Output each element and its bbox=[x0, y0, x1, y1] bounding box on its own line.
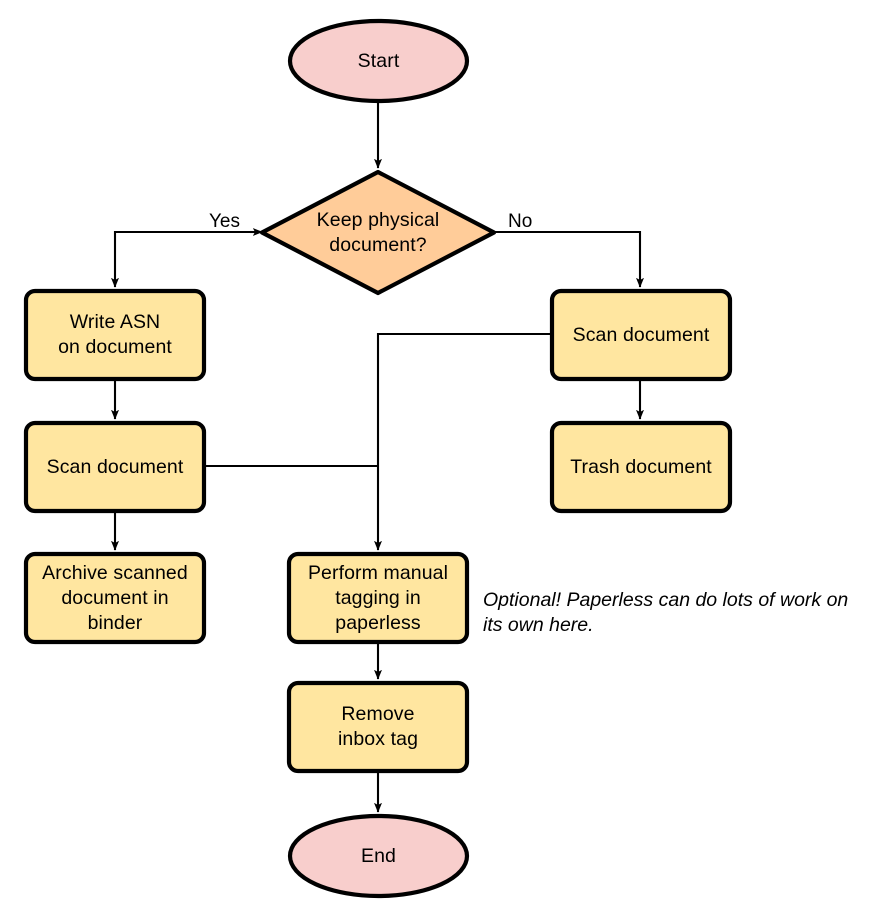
node-trash-document[interactable] bbox=[549, 420, 733, 514]
connector-layer bbox=[111, 101, 644, 813]
edge-scan-right-to-manual-tagging bbox=[374, 332, 552, 551]
node-end[interactable] bbox=[287, 813, 470, 899]
node-remove-inbox-tag[interactable] bbox=[286, 680, 470, 774]
edge-decision-no-to-scan-right bbox=[494, 230, 644, 288]
node-keep-physical-document[interactable] bbox=[259, 169, 497, 296]
node-start[interactable] bbox=[287, 18, 470, 104]
node-archive-scanned-document[interactable] bbox=[23, 551, 207, 645]
node-layer bbox=[23, 18, 733, 899]
node-scan-document-left[interactable] bbox=[23, 420, 207, 514]
node-perform-manual-tagging[interactable] bbox=[286, 551, 470, 645]
node-write-asn[interactable] bbox=[23, 288, 207, 382]
edge-decision-yes-to-write-asn bbox=[111, 230, 262, 288]
node-scan-document-right[interactable] bbox=[549, 288, 733, 382]
